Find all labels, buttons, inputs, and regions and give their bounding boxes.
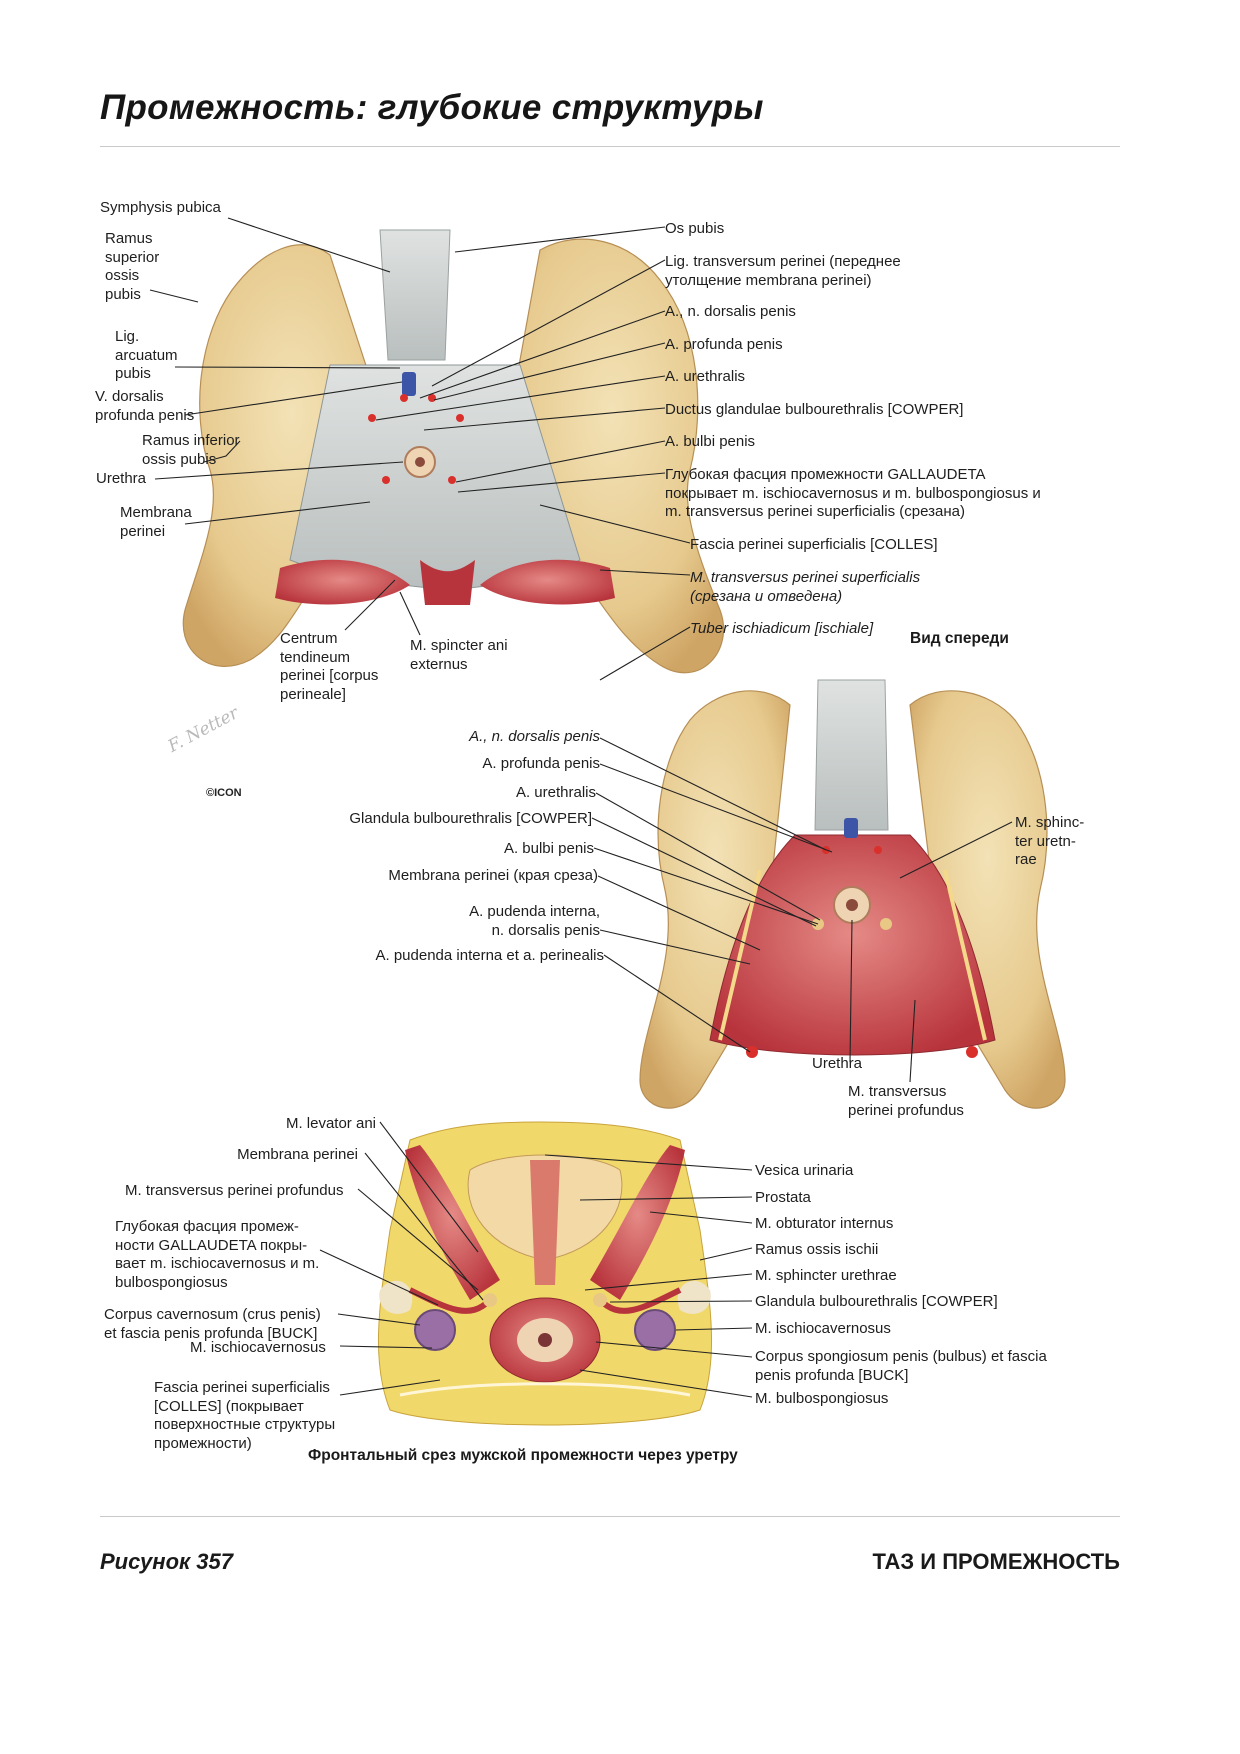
label-lig-transversum-perinei: Lig. transversum perinei (переднее утолщ…: [665, 253, 901, 289]
bottom-figure-section: [377, 1121, 713, 1426]
label-a-n-dorsalis-penis-middle: A., n. dorsalis penis: [469, 728, 600, 745]
caption-vid-speredi: Вид спереди: [910, 630, 1009, 647]
footer-rule: [100, 1516, 1120, 1517]
label-m-transversus-perinei-superficialis: M. transversus perinei superficialis (ср…: [690, 569, 921, 605]
label-corpus-cavernosum: Corpus cavernosum (crus penis) et fascia…: [104, 1306, 321, 1342]
label-m-spincter-ani-externus: M. spincter ani externus: [410, 637, 508, 673]
label-a-bulbi-penis-middle: A. bulbi penis: [503, 840, 594, 857]
page-title: Промежность: глубокие структуры: [100, 88, 764, 127]
label-lig-arcuatum-pubis: Lig. arcuatum pubis: [115, 328, 178, 382]
bottom-leader-lines: [319, 1121, 753, 1398]
label-m-sphincter-urethrae-middle: M. sphinc- ter uretn- rae: [1015, 814, 1085, 868]
label-urethra-middle: Urethra: [812, 1055, 863, 1072]
label-m-ischiocavernosus-left: M. ischiocavernosus: [190, 1339, 326, 1356]
label-glandula-bulbourethralis-bottom: Glandula bulbourethralis [COWPER]: [755, 1293, 998, 1310]
label-ramus-ossis-ischii: Ramus ossis ischii: [755, 1241, 879, 1258]
label-m-ischiocavernosus-right: M. ischiocavernosus: [755, 1320, 891, 1337]
label-symphysis-pubica: Symphysis pubica: [100, 199, 221, 216]
label-membrana-perinei-kraya-sreza: Membrana perinei (края среза): [388, 867, 598, 884]
label-glubokaya-fasciya-gallaudeta: Глубокая фасция промежности GALLAUDETA п…: [665, 466, 1041, 520]
caption-frontalnyi-srez: Фронтальный срез мужской промежности чер…: [308, 1447, 738, 1464]
label-m-obturator-internus: M. obturator internus: [755, 1215, 894, 1232]
title-rule: [100, 146, 1120, 147]
label-a-urethralis-top: A. urethralis: [665, 368, 746, 385]
label-a-pudenda-interna-n-dorsalis: A. pudenda interna, n. dorsalis penis: [469, 903, 600, 939]
label-membrana-perinei-bottom: Membrana perinei: [237, 1146, 358, 1163]
label-ductus-glandulae-bulbourethralis: Ductus glandulae bulbourethralis [COWPER…: [665, 401, 964, 418]
label-prostata: Prostata: [755, 1189, 811, 1206]
middle-figure-pelvis: [639, 679, 1066, 1109]
label-glandula-bulbourethralis-middle: Glandula bulbourethralis [COWPER]: [349, 810, 592, 827]
middle-leader-lines: [591, 737, 1013, 1083]
label-m-sphincter-urethrae-bottom: M. sphincter urethrae: [755, 1267, 897, 1284]
top-leader-lines: [149, 217, 691, 681]
label-membrana-perinei-top: Membrana perinei: [120, 504, 192, 540]
label-a-bulbi-penis-top: A. bulbi penis: [665, 433, 756, 450]
label-vesica-urinaria: Vesica urinaria: [755, 1162, 854, 1179]
label-corpus-spongiosum-penis: Corpus spongiosum penis (bulbus) et fasc…: [755, 1348, 1047, 1384]
top-figure-pelvis: [182, 229, 725, 674]
label-tuber-ischiadicum: Tuber ischiadicum [ischiale]: [690, 620, 874, 637]
label-m-transversus-perinei-profundus-bottom: M. transversus perinei profundus: [125, 1182, 344, 1199]
label-a-urethralis-middle: A. urethralis: [515, 784, 596, 801]
label-a-profunda-penis-top: A. profunda penis: [665, 336, 783, 353]
label-fascia-perinei-superficialis-bottom: Fascia perinei superficialis [COLLES] (п…: [154, 1379, 336, 1452]
label-m-transversus-perinei-profundus-middle: M. transversus perinei profundus: [848, 1083, 964, 1119]
section-title: ТАЗ И ПРОМЕЖНОСТЬ: [872, 1549, 1120, 1574]
label-ramus-superior-ossis-pubis: Ramus superior ossis pubis: [105, 230, 160, 303]
label-centrum-tendineum-perinei: Centrum tendineum perinei [corpus perine…: [280, 630, 379, 703]
label-os-pubis: Os pubis: [665, 220, 725, 237]
label-glubokaya-fasciya-bottom: Глубокая фасция промеж- ности GALLAUDETA…: [115, 1218, 320, 1291]
label-urethra-top: Urethra: [96, 470, 147, 487]
label-v-dorsalis-profunda-penis: V. dorsalis profunda penis: [95, 388, 195, 424]
copyright-logo: ©ICON: [206, 787, 242, 799]
label-fascia-perinei-superficialis-colles: Fascia perinei superficialis [COLLES]: [690, 536, 938, 553]
figure-number: Рисунок 357: [100, 1549, 233, 1574]
label-m-levator-ani: M. levator ani: [285, 1115, 376, 1132]
label-m-bulbospongiosus: M. bulbospongiosus: [755, 1390, 889, 1407]
label-a-n-dorsalis-penis-top: A., n. dorsalis penis: [665, 303, 796, 320]
label-ramus-inferior-ossis-pubis: Ramus inferior ossis pubis: [142, 432, 240, 468]
label-a-profunda-penis-middle: A. profunda penis: [482, 755, 600, 772]
label-a-pudenda-interna-et-a-perinealis: A. pudenda interna et a. perinealis: [375, 947, 605, 964]
